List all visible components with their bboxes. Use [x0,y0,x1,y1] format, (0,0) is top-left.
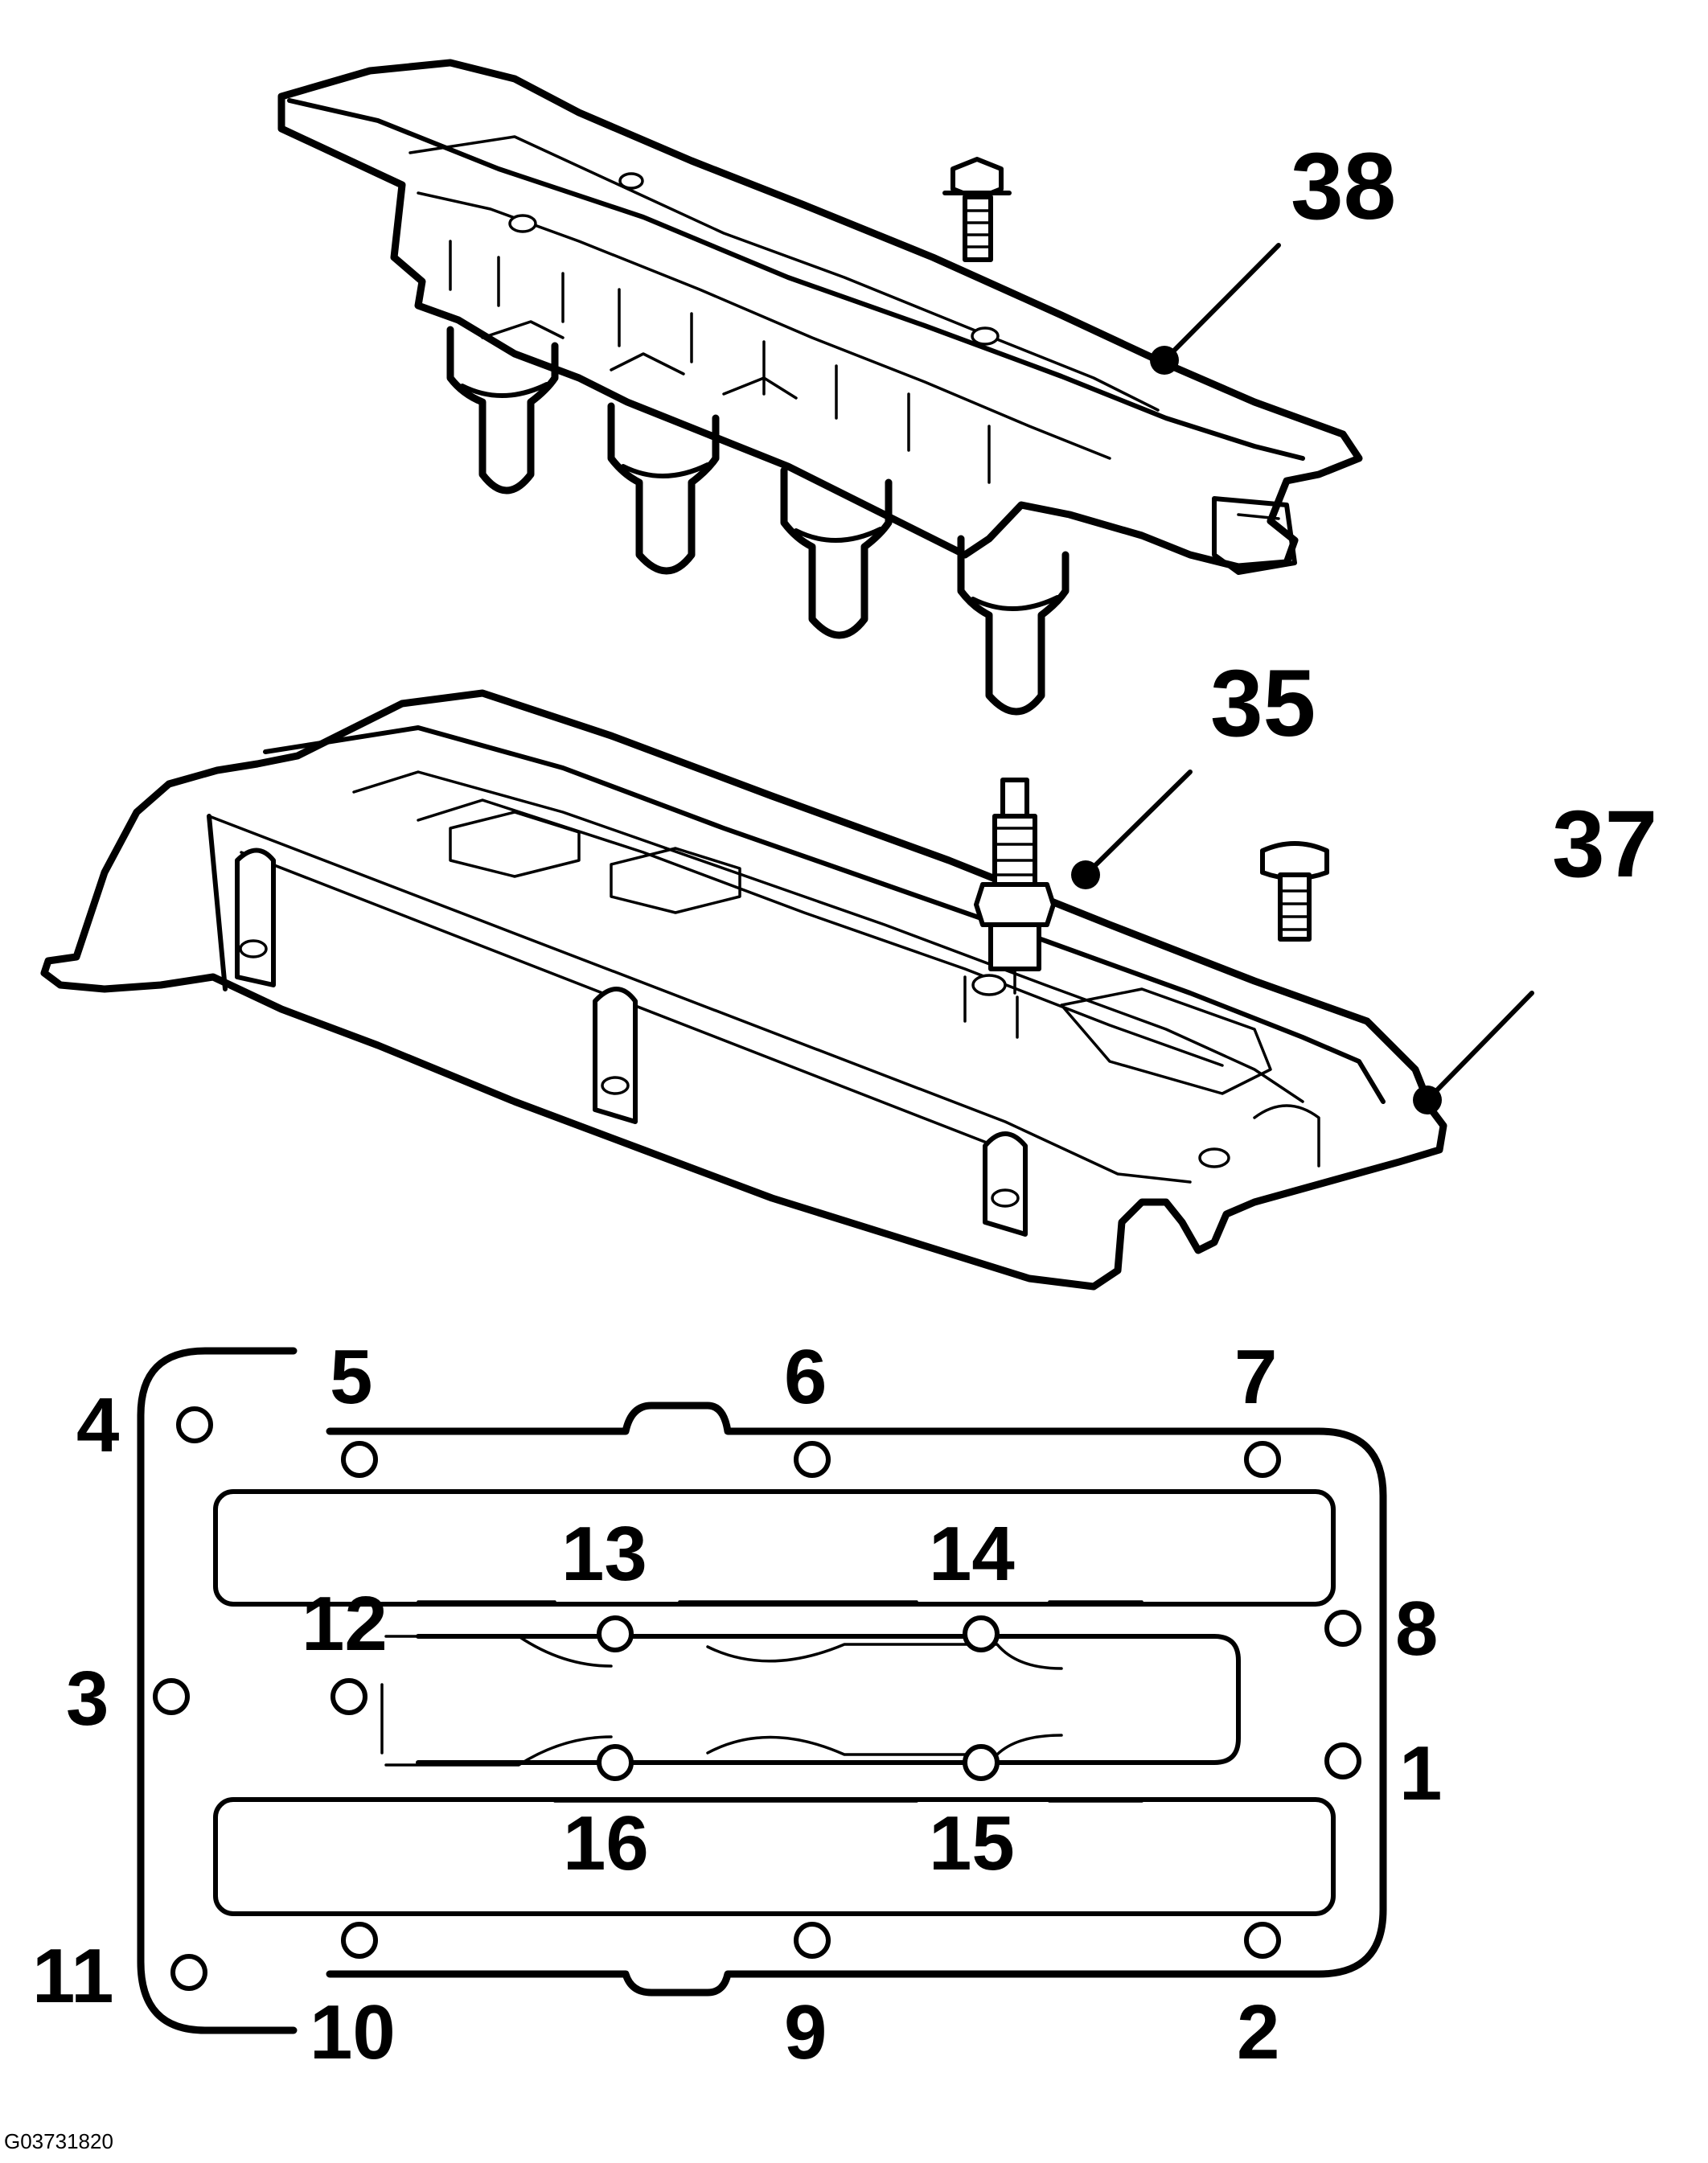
seq-label-15: 15 [929,1800,1015,1886]
cover-mounting-bolt [1260,841,1329,942]
seq-label-9: 9 [784,1989,827,2075]
coil-boot-1 [446,326,559,495]
callout-37-label: 37 [1552,791,1657,897]
coil-boot-4 [957,535,1070,716]
callout-35-label: 35 [1210,651,1316,757]
seq-label-8: 8 [1395,1586,1438,1672]
coil-boot-3 [780,466,893,639]
seq-label-4: 4 [76,1382,119,1468]
coil-mounting-bolt [942,157,1012,262]
spark-plug [974,778,1056,995]
tightening-sequence-diagram: 1 2 3 4 5 6 7 8 9 10 11 12 13 14 15 16 [32,1334,1442,2075]
ignition-coil-assembly [277,59,1363,716]
coil-boot-2 [607,402,720,575]
seq-label-1: 1 [1399,1730,1442,1816]
seq-label-14: 14 [929,1511,1015,1597]
seq-label-16: 16 [563,1800,649,1886]
camshaft-cover [40,689,1447,1291]
callout-35: 35 [1071,651,1316,889]
seq-label-13: 13 [561,1511,647,1597]
seq-label-6: 6 [784,1334,827,1420]
callout-37: 37 [1413,791,1657,1114]
callout-38-label: 38 [1291,133,1396,240]
callout-38: 38 [1150,133,1396,375]
seq-label-11: 11 [32,1933,113,2019]
bolt-holes [153,1406,1361,1991]
seq-label-7: 7 [1234,1334,1277,1420]
seq-label-2: 2 [1237,1989,1279,2075]
seq-label-5: 5 [330,1334,372,1420]
seq-label-12: 12 [302,1581,388,1667]
figure-id: G03731820 [4,2129,113,2153]
seq-label-10: 10 [310,1989,396,2075]
seq-label-3: 3 [66,1656,109,1742]
